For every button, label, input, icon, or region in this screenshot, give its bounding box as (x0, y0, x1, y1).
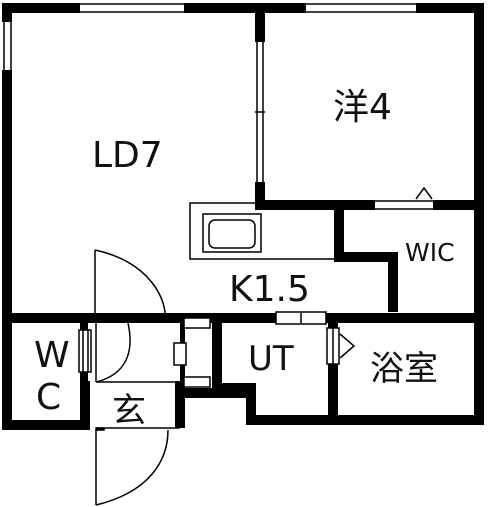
room-label-ut: UT (248, 339, 294, 379)
wall-ut-bath (328, 313, 338, 425)
wall-top (2, 3, 482, 13)
sliding-door-western (254, 42, 266, 182)
wall-wic-step (334, 252, 394, 262)
door-wic (375, 186, 433, 211)
room-label-wc-c: C (36, 377, 62, 418)
wall-left (2, 3, 12, 430)
kitchen-counter (189, 202, 337, 260)
room-label-entry: 玄 (112, 391, 146, 431)
wall-main-divider (2, 313, 484, 323)
wall-western-bottom (255, 200, 484, 210)
room-label-western: 洋4 (333, 87, 392, 128)
windows (1, 2, 416, 70)
wall-bottom-right (246, 415, 484, 425)
entry-door (88, 249, 180, 506)
wall-wic-left (334, 200, 344, 260)
wall-right (474, 3, 484, 418)
wall-ut-lower-left (246, 383, 256, 425)
room-label-ld: LD7 (92, 135, 163, 176)
wall-bottom-wc (2, 420, 90, 430)
wall-ut-step (212, 383, 252, 393)
wall-corridor-bottom (175, 388, 247, 398)
genkan-step (96, 381, 180, 429)
door-bath (326, 327, 356, 365)
room-label-wic: WIC (405, 238, 455, 267)
wall-wic-lower (388, 252, 398, 312)
walls (2, 3, 484, 430)
room-label-bath: 浴室 (370, 349, 438, 389)
room-label-kitchen: K1.5 (229, 269, 310, 310)
door-wc (78, 329, 92, 373)
room-label-wc-w: W (34, 335, 70, 376)
wall-ut-left (212, 313, 222, 393)
corridor-openings (173, 311, 327, 388)
